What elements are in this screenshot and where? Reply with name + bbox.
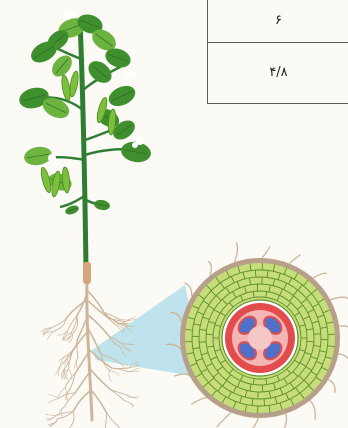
root-cross-section [166, 242, 348, 428]
hypocotyl [83, 262, 91, 284]
stem [80, 20, 86, 268]
bean-pod [68, 71, 79, 98]
